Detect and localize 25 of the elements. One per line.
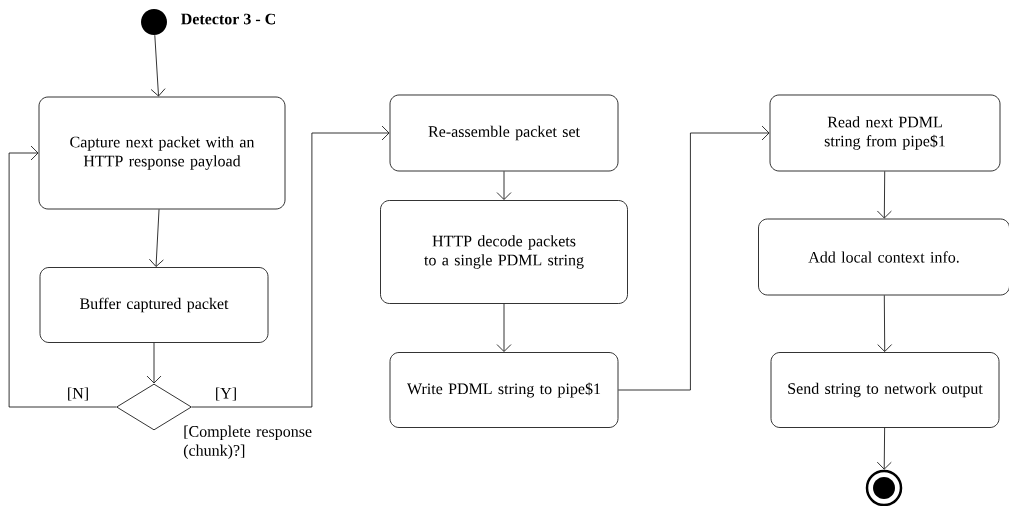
node-title: Detector 3 - C — [181, 13, 275, 25]
activity-box: Send string to network output — [770, 352, 1000, 428]
edge-label: [N] — [65, 386, 91, 402]
arrow — [146, 342, 162, 384]
arrow — [877, 295, 893, 352]
activity-box: HTTP decode packets to a single PDML string — [380, 200, 628, 304]
arrow — [150, 34, 166, 97]
arrow — [191, 125, 390, 408]
arrow — [877, 171, 892, 219]
activity-box: Re-assemble packet set — [389, 94, 619, 172]
end-node — [865, 469, 903, 506]
arrow — [496, 303, 512, 352]
arrow — [8, 145, 117, 408]
edge-label: [Y] — [213, 386, 239, 402]
activity-box: Capture next packet with an HTTP response payload — [38, 96, 286, 210]
arrow — [876, 427, 892, 470]
arrow — [618, 125, 770, 391]
activity-box: Read next PDML string from pipe$1 — [769, 94, 1001, 172]
activity-box: Add local context info. — [758, 218, 1009, 296]
arrow — [149, 209, 164, 267]
start-node — [141, 9, 167, 35]
activity-box: Buffer captured packet — [39, 267, 269, 343]
guard-label: [Complete response (chunk)?] — [183, 425, 312, 460]
arrow — [496, 171, 512, 200]
activity-box: Write PDML string to pipe$1 — [389, 352, 619, 428]
